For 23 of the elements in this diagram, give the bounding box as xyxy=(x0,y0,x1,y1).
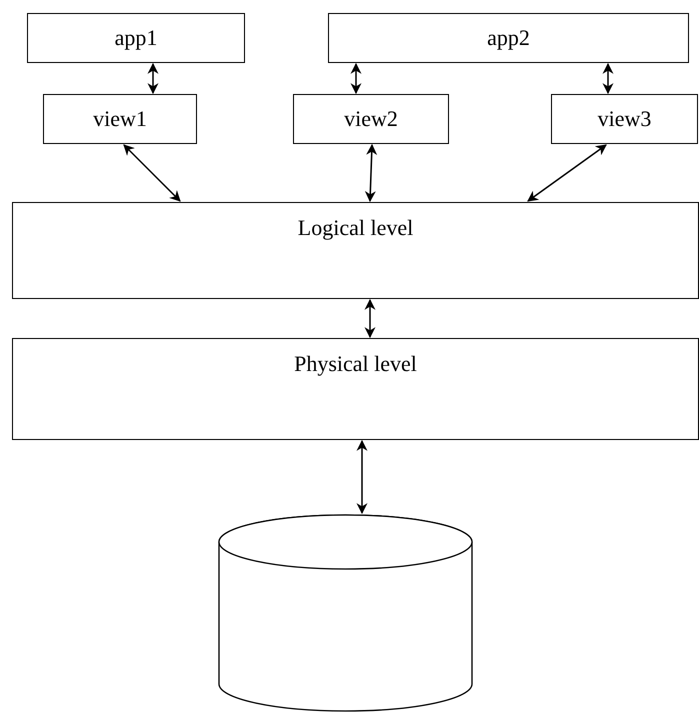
double-arrow xyxy=(364,144,378,202)
node-label: app1 xyxy=(114,25,158,51)
node-label: Physical level xyxy=(294,351,417,377)
double-arrow xyxy=(350,62,362,94)
process-box xyxy=(43,94,197,144)
node-label: app2 xyxy=(487,25,530,51)
level-box xyxy=(12,202,699,299)
double-arrow xyxy=(602,62,614,94)
process-box xyxy=(293,94,449,144)
double-arrow xyxy=(123,144,181,202)
double-arrow xyxy=(148,62,158,94)
database-cylinder xyxy=(218,514,473,712)
level-box xyxy=(12,338,699,440)
node-label: view1 xyxy=(93,106,147,132)
double-arrow xyxy=(356,440,368,514)
node-label: Logical level xyxy=(298,215,414,241)
process-box xyxy=(27,13,245,63)
node-label: view3 xyxy=(598,106,652,132)
process-box xyxy=(551,94,698,144)
node-label: view2 xyxy=(344,106,398,132)
double-arrow xyxy=(364,298,376,338)
double-arrow xyxy=(527,144,607,202)
process-box xyxy=(328,13,689,63)
